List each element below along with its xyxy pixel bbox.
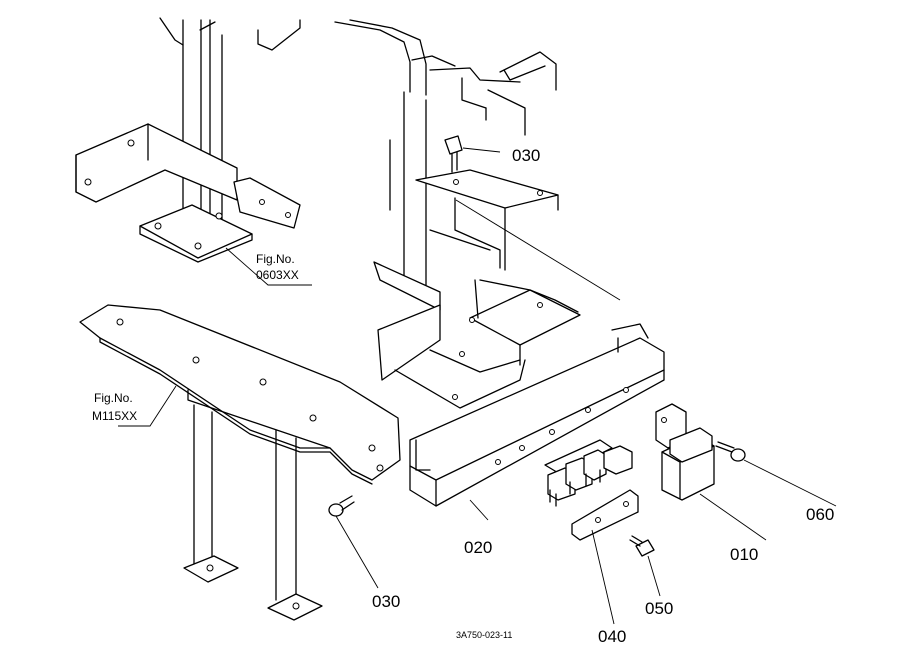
drawing-code: 3A750-023-11	[456, 630, 512, 640]
fig-ref-1-title: Fig.No.	[256, 252, 295, 266]
relay-010	[655, 403, 767, 541]
fig-ref-2-number: M115XX	[92, 409, 137, 423]
fig-ref-leader-1	[225, 247, 312, 286]
bolt-030-lower	[328, 495, 379, 589]
label-030-lower: 030	[372, 592, 400, 611]
plate-040	[571, 489, 639, 625]
bolt-030-upper	[444, 135, 501, 173]
upper-left-post-assembly	[75, 17, 301, 263]
label-030-upper: 030	[512, 146, 540, 165]
fig-ref-1-number: 0603XX	[256, 268, 299, 282]
relay-bracket-020	[409, 323, 665, 521]
bolt-060	[715, 441, 837, 507]
relay-cluster	[544, 439, 633, 507]
fig-ref-2-title: Fig.No.	[94, 391, 133, 405]
label-050: 050	[645, 599, 673, 618]
label-040: 040	[598, 627, 626, 646]
label-010: 010	[730, 545, 758, 564]
screw-050	[629, 535, 661, 597]
fig-ref-leader-2	[118, 385, 177, 427]
label-020: 020	[464, 538, 492, 557]
floor-frame-assembly	[79, 304, 401, 621]
seat-frame-assembly	[257, 19, 621, 409]
label-060: 060	[806, 505, 834, 524]
